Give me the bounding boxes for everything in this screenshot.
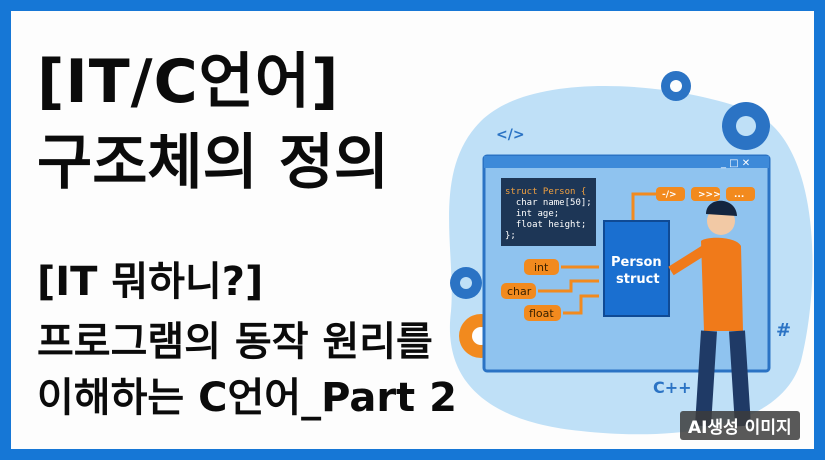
svg-text:Person: Person bbox=[611, 255, 662, 270]
person-figure bbox=[668, 200, 751, 427]
type-label-char: char bbox=[507, 285, 532, 298]
subtitle-line-2: 프로그램의 동작 원리를 bbox=[37, 319, 433, 365]
svg-text:-/>: -/> bbox=[662, 190, 677, 200]
gear-icon bbox=[722, 102, 770, 150]
svg-text:char name[50];: char name[50]; bbox=[505, 198, 592, 208]
struct-illustration: </> # _ □ ✕ struct Person { char name[50… bbox=[449, 71, 813, 435]
subtitle-line-1: [IT 뭐하니?] bbox=[37, 259, 264, 305]
flow-labels: -/> >>> ... bbox=[656, 187, 755, 201]
title-line-1: [IT/C언어] bbox=[37, 47, 340, 117]
svg-text:struct: struct bbox=[616, 272, 660, 287]
svg-text:>>>: >>> bbox=[698, 190, 721, 200]
gear-icon bbox=[450, 267, 482, 299]
window-controls: _ □ ✕ bbox=[720, 158, 750, 169]
svg-text:...: ... bbox=[734, 190, 744, 200]
svg-text:int age;: int age; bbox=[505, 209, 559, 219]
ai-generated-badge: AI생성 이미지 bbox=[680, 411, 800, 440]
code-symbol: </> bbox=[496, 127, 525, 143]
subtitle-line-3: 이해하는 C언어_Part 2 bbox=[37, 375, 457, 421]
svg-text:struct Person {: struct Person { bbox=[505, 187, 586, 197]
hash-symbol: # bbox=[776, 320, 791, 341]
cpp-symbol: C++ bbox=[653, 378, 692, 397]
type-label-int: int bbox=[534, 261, 549, 274]
svg-text:};: }; bbox=[505, 231, 516, 241]
title-line-2: 구조체의 정의 bbox=[37, 128, 390, 198]
type-label-float: float bbox=[529, 307, 554, 320]
gear-icon bbox=[661, 71, 691, 101]
thumbnail-frame: [IT/C언어] 구조체의 정의 [IT 뭐하니?] 프로그램의 동작 원리를 … bbox=[11, 11, 814, 449]
svg-text:float height;: float height; bbox=[505, 220, 586, 230]
code-editor bbox=[501, 178, 596, 246]
person-struct-cube bbox=[603, 220, 670, 317]
